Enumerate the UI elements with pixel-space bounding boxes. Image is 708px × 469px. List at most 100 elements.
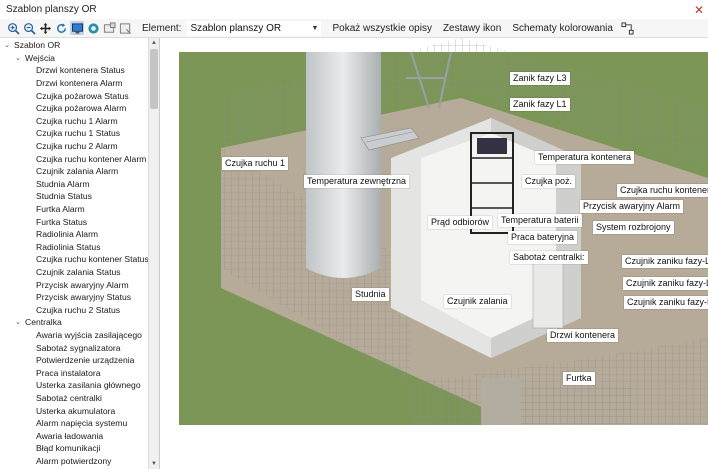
scene-label[interactable]: Sabotaż centralki: xyxy=(510,251,588,264)
tree-item[interactable]: Przycisk awaryjny Status xyxy=(0,291,148,304)
tree-item[interactable]: Studnia Status xyxy=(0,190,148,203)
scene-label[interactable]: Czujnik zalania xyxy=(444,295,511,308)
tree-item-label: Drzwi kontenera Alarm xyxy=(36,78,123,89)
tree-group[interactable]: ⌄ Wejścia xyxy=(0,52,148,65)
scene-label[interactable]: Temperatura kontenera xyxy=(535,151,635,164)
tree-item-label: Usterka akumulatora xyxy=(36,405,116,416)
tree-item[interactable]: Czujnik zalania Alarm xyxy=(0,165,148,178)
tree-item[interactable]: Czujka ruchu kontener Status xyxy=(0,253,149,266)
tree-item[interactable]: Przycisk awaryjny Alarm xyxy=(0,278,148,291)
tree-item[interactable]: Czujka pożarowa Status xyxy=(0,89,148,102)
tree-item[interactable]: Drzwi kontenera Status xyxy=(0,64,148,77)
scene-label[interactable]: Furtka xyxy=(563,372,595,385)
monitor-icon[interactable] xyxy=(70,21,84,35)
tree-item[interactable]: Awaria ładowania xyxy=(0,430,148,443)
tree-item-label: Czujka ruchu kontener Alarm xyxy=(36,153,147,164)
tree-item[interactable]: Czujka ruchu 2 Status xyxy=(0,304,148,317)
refresh-icon[interactable] xyxy=(54,21,68,35)
scene-label[interactable]: Czujnik zaniku fazy-L xyxy=(622,255,708,268)
scene-label[interactable]: System rozbrojony xyxy=(593,221,674,234)
tree-item-label: Furtka Status xyxy=(36,216,88,227)
tree-item-label: Studnia Alarm xyxy=(36,178,90,189)
title-bar: Szablon planszy OR ✕ xyxy=(0,0,708,19)
tree-item[interactable]: Studnia Alarm xyxy=(0,178,148,191)
tree-item-label: Czujnik zalania Alarm xyxy=(36,166,119,177)
scroll-thumb[interactable] xyxy=(150,49,158,109)
zoom-out-icon[interactable] xyxy=(22,21,36,35)
scene-label[interactable]: Zanik fazy L1 xyxy=(510,98,570,111)
scene-label[interactable]: Drzwi kontenera xyxy=(547,329,619,342)
show-all-descriptions-button[interactable]: Pokaż wszystkie opisy xyxy=(332,22,432,34)
tree-item[interactable]: Alarm potwierdzony xyxy=(0,455,148,468)
tree-item[interactable]: Czujka ruchu 2 Alarm xyxy=(0,140,148,153)
tree-item-label: Szablon OR xyxy=(14,40,61,51)
element-select-value: Szablon planszy OR xyxy=(190,22,282,34)
scene-label[interactable]: Praca bateryjna xyxy=(508,231,578,244)
tree-item[interactable]: Czujka ruchu 1 Status xyxy=(0,127,148,140)
screenshot-icon[interactable] xyxy=(102,21,116,35)
tree-item-label: Usterka zasilania głównego xyxy=(36,380,141,391)
move-icon[interactable] xyxy=(38,21,52,35)
export-icon[interactable] xyxy=(118,21,132,35)
tree-item-label: Drzwi kontenera Status xyxy=(36,65,125,76)
scene-label[interactable]: Czujka poż. xyxy=(522,175,576,188)
tree-scrollbar[interactable]: ▲ ▼ xyxy=(148,38,159,469)
tree-item[interactable]: Radiolinia Status xyxy=(0,241,148,254)
chevron-down-icon[interactable]: ⌄ xyxy=(4,42,10,50)
tree-root[interactable]: ⌄ Szablon OR xyxy=(0,39,148,52)
scene-label[interactable]: Prąd odbiorów xyxy=(428,216,493,229)
chevron-down-icon[interactable]: ⌄ xyxy=(15,319,21,327)
scroll-up-icon[interactable]: ▲ xyxy=(151,40,157,46)
tree-item[interactable]: Usterka akumulatora xyxy=(0,404,148,417)
scene-label[interactable]: Temperatura zewnętrzna xyxy=(304,175,410,188)
tree-group[interactable]: ⌄Centralka xyxy=(0,316,148,329)
scene-label[interactable]: Czujnik zaniku fazy-L xyxy=(624,296,708,309)
tree-item[interactable]: Sabotaż centralki xyxy=(0,392,148,405)
chevron-down-icon[interactable]: ⌄ xyxy=(15,54,21,62)
tree-item-label: Czujka ruchu 2 Status xyxy=(36,304,121,315)
tree-item-label: Wejścia xyxy=(25,52,55,63)
icon-sets-button[interactable]: Zestawy ikon xyxy=(442,22,502,34)
tree-item-label: Czujka ruchu 1 Status xyxy=(36,128,121,139)
layers-icon[interactable] xyxy=(86,21,100,35)
tree-item[interactable]: Potwierdzenie urządzenia xyxy=(0,354,148,367)
tree-item[interactable]: Alarm napięcia systemu xyxy=(0,417,148,430)
scene-label[interactable]: Przycisk awaryjny Alarm xyxy=(580,200,684,213)
scene-label[interactable]: Czujka ruchu kontener xyxy=(617,184,708,197)
tree-item[interactable]: Sabotaż sygnalizatora xyxy=(0,341,148,354)
tree-item-label: Studnia Status xyxy=(36,191,92,202)
scene-label[interactable]: Czujnik zaniku fazy-L xyxy=(623,277,708,290)
tree-item[interactable]: Czujka ruchu 1 Alarm xyxy=(0,115,148,128)
tree-item[interactable]: Praca instalatora xyxy=(0,367,148,380)
element-select[interactable]: Szablon planszy OR ▼ xyxy=(187,20,322,36)
zoom-in-icon[interactable] xyxy=(6,21,20,35)
tree-item[interactable]: Drzwi kontenera Alarm xyxy=(0,77,148,90)
scene-label[interactable]: Czujka ruchu 1 xyxy=(222,157,289,170)
tree-item-label: Awaria ładowania xyxy=(36,430,104,441)
tree-item[interactable]: Błąd komunikacji xyxy=(0,442,148,455)
scene-label[interactable]: Studnia xyxy=(352,288,389,301)
close-icon[interactable]: ✕ xyxy=(693,2,705,17)
tree-item-label: Alarm potwierdzony xyxy=(36,456,112,467)
tree-item[interactable]: Czujka ruchu kontener Alarm xyxy=(0,152,148,165)
tree-item-label: Czujka ruchu kontener Status xyxy=(36,254,149,265)
tree-item-label: Sabotaż sygnalizatora xyxy=(36,342,121,353)
tree-item-label: Potwierdzenie urządzenia xyxy=(36,355,135,366)
tree-item[interactable]: Furtka Status xyxy=(0,215,148,228)
tree-item[interactable]: Awaria wyjścia zasilającego xyxy=(0,329,148,342)
site-plan-canvas[interactable]: Zanik fazy L3 Zanik fazy L1 Temperatura ko… xyxy=(161,38,708,469)
tree-item-label: Praca instalatora xyxy=(36,367,101,378)
scene-label[interactable]: Temperatura baterii xyxy=(498,214,582,227)
color-schemes-button[interactable]: Schematy kolorowania xyxy=(512,22,613,34)
tree-item-label: Błąd komunikacji xyxy=(36,443,101,454)
tree-item[interactable]: Radiolinia Alarm xyxy=(0,228,148,241)
tree-item[interactable]: Usterka zasilania głównego xyxy=(0,379,148,392)
scene-label[interactable]: Zanik fazy L3 xyxy=(510,72,570,85)
tree-item-label: Czujka pożarowa Alarm xyxy=(36,103,127,114)
tree-item[interactable]: Czujka pożarowa Alarm xyxy=(0,102,148,115)
tree-item[interactable]: Furtka Alarm xyxy=(0,203,148,216)
connection-icon[interactable] xyxy=(621,21,635,35)
scroll-down-icon[interactable]: ▼ xyxy=(151,461,157,467)
tree-item[interactable]: Czujnik zalania Status xyxy=(0,266,148,279)
